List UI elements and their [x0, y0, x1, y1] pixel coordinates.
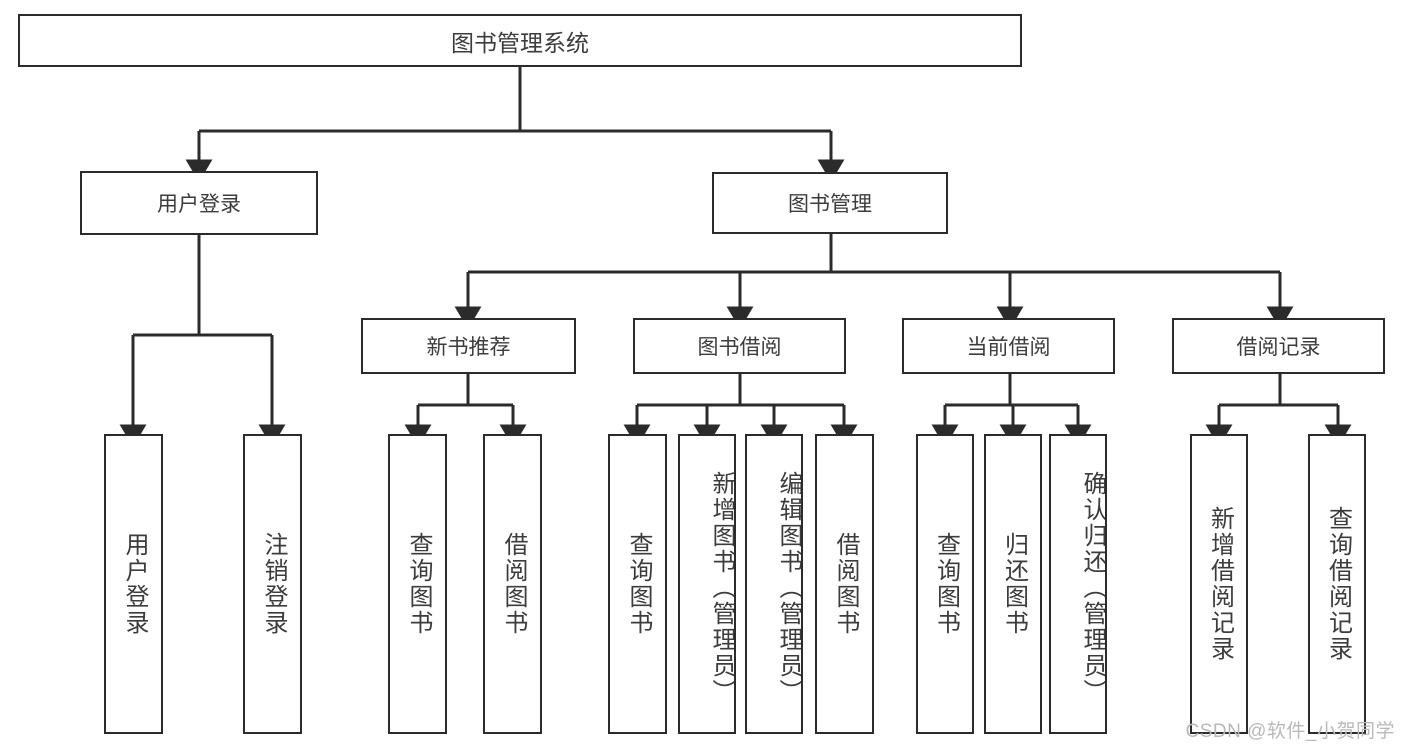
- node-book-management[interactable]: 图书管理: [712, 172, 948, 234]
- node-book-borrow-label: 图书借阅: [697, 336, 782, 359]
- node-user-login[interactable]: 用户登录: [80, 171, 318, 235]
- leaf-confirm-return[interactable]: 确认归还（管理员）: [1049, 434, 1107, 734]
- leaf-add-book-label: 新增图书（管理员）: [708, 471, 735, 705]
- leaf-query-book-3-label: 查询图书: [932, 532, 960, 636]
- leaf-query-book-1-label: 查询图书: [404, 532, 432, 636]
- leaf-edit-book-label: 编辑图书（管理员）: [775, 471, 802, 705]
- leaf-user-login-label: 用户登录: [120, 532, 148, 636]
- leaf-add-book[interactable]: 新增图书（管理员）: [678, 434, 736, 734]
- leaf-confirm-return-label: 确认归还（管理员）: [1079, 471, 1106, 705]
- leaf-query-book-3[interactable]: 查询图书: [916, 434, 974, 734]
- node-borrow-record[interactable]: 借阅记录: [1172, 318, 1385, 374]
- node-root[interactable]: 图书管理系统: [18, 14, 1022, 67]
- node-new-book-recommend[interactable]: 新书推荐: [361, 318, 576, 374]
- leaf-return-book[interactable]: 归还图书: [984, 434, 1042, 734]
- leaf-user-logout-label: 注销登录: [259, 532, 287, 636]
- node-root-label: 图书管理系统: [451, 29, 589, 56]
- node-user-login-label: 用户登录: [157, 193, 241, 216]
- node-current-borrow-label: 当前借阅: [966, 336, 1051, 359]
- leaf-borrow-book-1-label: 借阅图书: [499, 532, 527, 636]
- leaf-edit-book[interactable]: 编辑图书（管理员）: [745, 434, 803, 734]
- leaf-user-login[interactable]: 用户登录: [104, 434, 163, 734]
- leaf-query-record[interactable]: 查询借阅记录: [1308, 434, 1366, 734]
- leaf-borrow-book-1[interactable]: 借阅图书: [483, 434, 542, 734]
- node-current-borrow[interactable]: 当前借阅: [902, 318, 1115, 374]
- leaf-query-book-2-label: 查询图书: [624, 532, 652, 636]
- leaf-borrow-book-2-label: 借阅图书: [831, 532, 859, 636]
- node-book-management-label: 图书管理: [788, 193, 872, 216]
- leaf-query-book-2[interactable]: 查询图书: [608, 434, 667, 734]
- node-book-borrow[interactable]: 图书借阅: [633, 318, 846, 374]
- leaf-query-book-1[interactable]: 查询图书: [388, 434, 447, 734]
- watermark: CSDN @软件_小贺同学: [1185, 721, 1395, 742]
- node-new-book-recommend-label: 新书推荐: [426, 336, 511, 359]
- node-borrow-record-label: 借阅记录: [1236, 336, 1321, 359]
- leaf-query-record-label: 查询借阅记录: [1324, 506, 1352, 662]
- leaf-borrow-book-2[interactable]: 借阅图书: [815, 434, 874, 734]
- leaf-add-record[interactable]: 新增借阅记录: [1190, 434, 1248, 734]
- leaf-add-record-label: 新增借阅记录: [1206, 506, 1234, 662]
- leaf-user-logout[interactable]: 注销登录: [243, 434, 302, 734]
- leaf-return-book-label: 归还图书: [1000, 532, 1028, 636]
